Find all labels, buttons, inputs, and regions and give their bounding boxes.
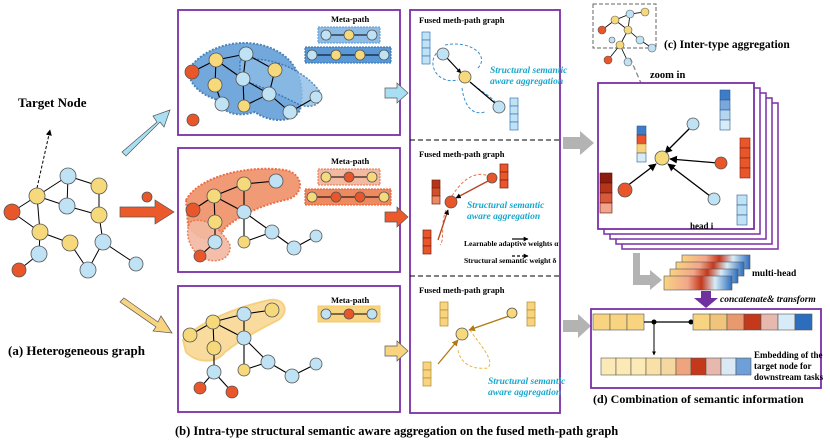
row2-meta-path-label: Meta-path (331, 156, 370, 166)
row2-graph (184, 167, 323, 263)
arrow-to-combination-box (694, 291, 718, 308)
zoom-in-label: zoom in (650, 70, 685, 81)
inter-type-label: (c) Inter-type aggregation (664, 39, 790, 51)
arrow-to-combination (563, 314, 591, 338)
head-stack (597, 82, 779, 250)
fused1-ssa-line1: Structural semantic (490, 66, 568, 76)
target-node-label: Target Node (18, 95, 87, 110)
arrow-to-row2 (119, 199, 175, 225)
combination-content (592, 313, 813, 376)
arrow-to-row1 (121, 109, 171, 157)
multi-head-label: multi-head (752, 269, 797, 279)
row3-meta-path-label: Meta-path (331, 295, 370, 305)
arrow-to-multi-head (633, 253, 662, 290)
row1-graph-box (177, 9, 401, 136)
arrow-row1-to-fused (384, 82, 409, 104)
row3-meta-path (317, 305, 381, 323)
concat-transform-label: concatenate& transform (720, 295, 816, 305)
row1-graph (184, 42, 323, 127)
fused2-ssa-line2: aware aggregation (467, 212, 540, 222)
row1-meta-path-label: Meta-path (331, 14, 370, 24)
arrow-row3-to-fused (384, 340, 409, 362)
fused3-ssa-line2: aware aggregation (488, 388, 561, 398)
fused1-graph (421, 31, 519, 131)
row1-meta-path (304, 26, 392, 64)
arrow-row2-to-fused (384, 206, 409, 228)
inter-type-thumbnail (592, 3, 657, 67)
heterogeneous-graph (3, 129, 153, 279)
multi-head-bars (663, 254, 751, 291)
fused3-ssa-line1: Structural semantic (488, 377, 566, 387)
fused2-legend (512, 236, 529, 259)
legend-structural-label: Structural semantic weight δ (464, 256, 557, 265)
fused2-graph (422, 163, 509, 255)
embedding-line3: downstream tasks (754, 372, 824, 382)
embedding-line1: Embedding of the (754, 350, 823, 360)
target-pointer (36, 129, 52, 189)
fused1-ssa-line2: aware aggregation (490, 77, 563, 87)
fused3-graph (422, 301, 536, 387)
intra-type-caption: (b) Intra-type structural semantic aware… (175, 424, 618, 438)
row2-meta-path (304, 168, 392, 206)
head-i-graph (599, 89, 751, 226)
fused2-title: Fused meth-path graph (419, 149, 505, 159)
arrow-to-inter-type (563, 131, 594, 155)
fused2-ssa-line1: Structural semantic (467, 201, 545, 211)
arrow-to-row3 (119, 297, 173, 334)
combination-label: (d) Combination of semantic information (593, 392, 804, 406)
fused-graph-box (409, 9, 561, 414)
heterogeneous-graph-label: (a) Heterogeneous graph (8, 343, 146, 358)
fused3-title: Fused meth-path graph (419, 285, 505, 295)
combination-box (590, 308, 822, 389)
fused1-title: Fused meth-path graph (419, 15, 505, 25)
row3-graph (181, 298, 323, 399)
embedding-line2: target node for (754, 361, 811, 371)
head-i-label: head i (690, 221, 714, 231)
legend-learnable-label: Learnable adaptive weights α (464, 239, 559, 248)
